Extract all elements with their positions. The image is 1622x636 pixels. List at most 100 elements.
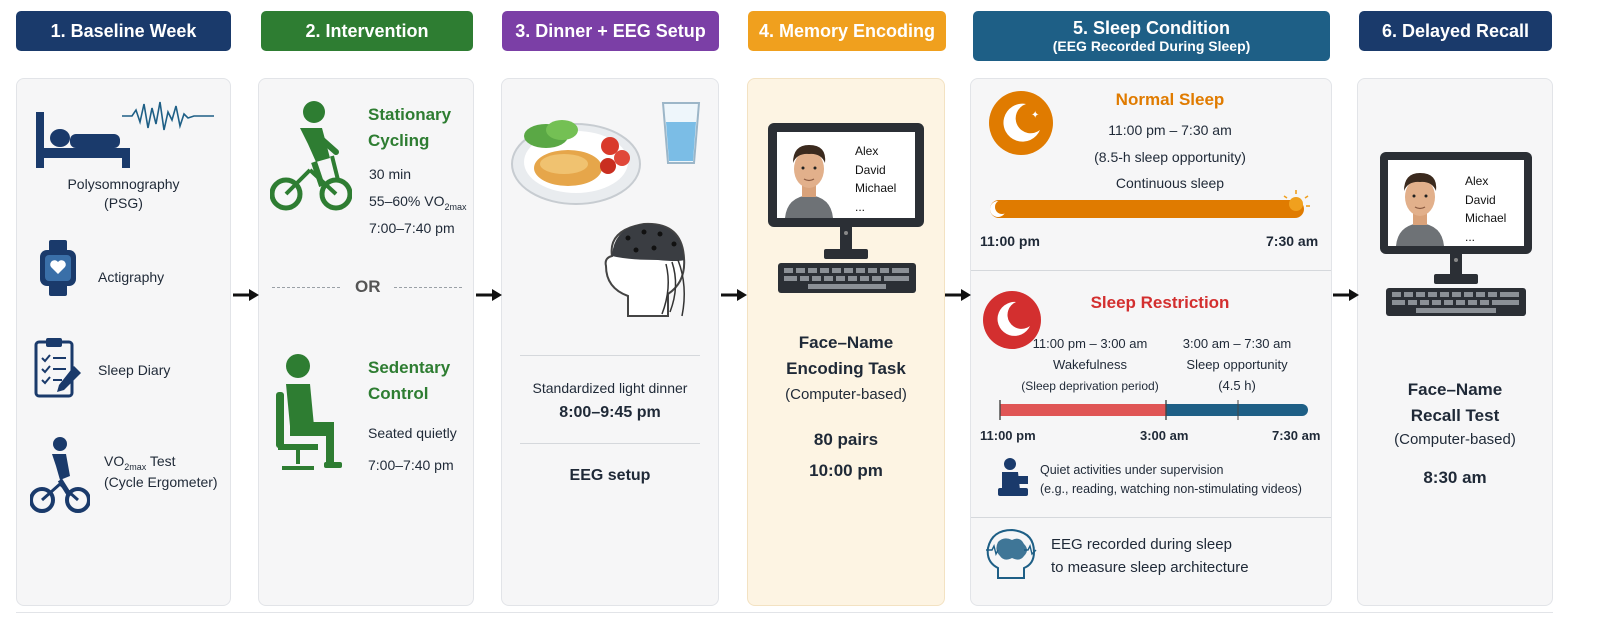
exercise-bike-icon — [30, 437, 90, 513]
smartwatch-icon — [40, 240, 76, 296]
vo2-test-label: VO2max Test (Cycle Ergometer) — [104, 452, 218, 492]
encoding-task-line1: Face–Name — [798, 333, 894, 352]
name-item: Michael — [1465, 211, 1507, 226]
sleep-opportunity-time: 3:00 am – 7:30 am — [1182, 336, 1292, 351]
name-item: Michael — [855, 181, 897, 196]
sleep-restriction-title: Sleep Restriction — [1090, 293, 1230, 312]
control-title1: Sedentary — [368, 358, 451, 377]
eeg-cap-head-icon — [604, 222, 686, 317]
computer-monitor: Alex David Michael ... — [1380, 152, 1532, 254]
seated-person-icon — [276, 354, 342, 470]
bed-icon — [36, 112, 130, 168]
name-item: ... — [1465, 229, 1476, 244]
restriction-timeline — [999, 400, 1308, 420]
encoding-task-title: Face–Name Encoding Task — [747, 330, 945, 383]
or-divider-right — [394, 287, 462, 288]
quiet-activities: Quiet activities under supervision (e.g.… — [1040, 461, 1302, 500]
panel-intervention — [258, 78, 474, 606]
cycling-intensity: 55–60% VO — [369, 192, 445, 209]
header-dinner-label: 3. Dinner + EEG Setup — [515, 20, 706, 41]
quiet-line1: Quiet activities under supervision — [1040, 463, 1224, 477]
keyboard-icon — [778, 263, 916, 293]
header-sleep-sublabel: (EEG Recorded During Sleep) — [1052, 38, 1251, 55]
brainwave-icon — [122, 101, 214, 131]
control-title2: Control — [368, 384, 429, 404]
quiet-line2: (e.g., reading, watching non-stimulating… — [1040, 482, 1302, 497]
header-recall-label: 6. Delayed Recall — [1381, 20, 1530, 41]
restriction-tick-mid: 3:00 am — [1140, 428, 1189, 443]
bottom-rule — [16, 612, 1553, 613]
normal-sleep-details: 11:00 pm – 7:30 am (8.5-h sleep opportun… — [1050, 117, 1290, 197]
header-intervention: 2. Intervention — [261, 11, 473, 51]
monitor-stand-icon — [824, 227, 868, 259]
moon-icon: ✦ — [989, 91, 1053, 155]
psg-line1: Polysomnography — [67, 176, 180, 192]
wake-desc: (Sleep deprivation period) — [1021, 378, 1159, 393]
computer-monitor: Alex David Michael ... — [768, 123, 924, 227]
header-encoding-label: 4. Memory Encoding — [758, 20, 936, 41]
encoding-time: 10:00 pm — [809, 461, 883, 481]
cycling-time: 7:00–7:40 pm — [369, 220, 455, 237]
eeg-line2: to measure sleep architecture — [1051, 559, 1249, 577]
restriction-tick-start: 11:00 pm — [980, 428, 1036, 443]
normal-sleep-timeline — [990, 190, 1310, 218]
sleep-opportunity-period: 3:00 am – 7:30 am Sleep opportunity (4.5… — [1162, 334, 1312, 396]
monitor-stand-icon — [1434, 254, 1478, 284]
water-glass-icon — [661, 102, 701, 164]
header-intervention-label: 2. Intervention — [305, 20, 429, 41]
vo2-sub: 2max — [124, 461, 147, 472]
sleep-opportunity-duration: (4.5 h) — [1218, 377, 1256, 393]
restriction-tick-end: 7:30 am — [1272, 428, 1321, 443]
encoding-name-list: Alex David Michael ... — [855, 142, 896, 216]
vo2-suffix: Test — [146, 453, 176, 469]
arrow-right-icon — [945, 289, 971, 301]
eeg-sleep-note: EEG recorded during sleep to measure sle… — [1051, 533, 1249, 580]
arrow-right-icon — [476, 289, 502, 301]
recall-task-line1: Face–Name — [1407, 380, 1503, 399]
recall-time: 8:30 am — [1423, 468, 1487, 487]
wake-label: Wakefulness — [1053, 356, 1127, 372]
cyclist-icon — [270, 101, 352, 211]
actigraphy-label: Actigraphy — [98, 269, 165, 285]
psg-line2: (PSG) — [104, 194, 143, 211]
sleep-opportunity-label: Sleep opportunity — [1186, 356, 1288, 372]
name-item: ... — [855, 199, 866, 214]
normal-start-label: 11:00 pm — [980, 233, 1040, 249]
or-label: OR — [355, 277, 381, 296]
header-sleep-condition: 5. Sleep Condition (EEG Recorded During … — [973, 11, 1330, 61]
sleep-section-divider — [971, 270, 1331, 271]
control-time: 7:00–7:40 pm — [368, 457, 454, 474]
svg-text:✦: ✦ — [1031, 110, 1039, 121]
normal-sleep-desc: Continuous sleep — [1115, 175, 1225, 192]
cycling-details: 30 min 55–60% VO2max 7:00–7:40 pm — [369, 161, 467, 242]
vo2-prefix: VO — [104, 453, 125, 469]
recall-name-list: Alex David Michael ... — [1465, 172, 1506, 246]
eeg-setup-label: EEG setup — [569, 467, 651, 484]
cycling-intensity-sub: 2max — [444, 201, 467, 212]
cycling-title: Stationary Cycling — [368, 102, 451, 155]
control-title: Sedentary Control — [368, 355, 450, 408]
encoding-details: 80 pairs 10:00 pm — [747, 424, 945, 487]
face-avatar-icon — [785, 145, 833, 218]
face-avatar-icon — [1396, 173, 1444, 246]
encoding-pairs: 80 pairs — [813, 430, 879, 449]
arrow-right-icon — [1333, 289, 1359, 301]
dinner-label: Standardized light dinner — [532, 380, 688, 396]
wake-time: 11:00 pm – 3:00 am — [1032, 336, 1148, 351]
recall-task-title: Face–Name Recall Test — [1357, 377, 1553, 430]
header-dinner-eeg: 3. Dinner + EEG Setup — [502, 11, 719, 51]
cycling-duration: 30 min — [369, 166, 412, 182]
name-item: Alex — [1465, 174, 1489, 188]
normal-sleep-opportunity: (8.5-h sleep opportunity) — [1094, 148, 1246, 165]
normal-sleep-title: Normal Sleep — [1115, 90, 1225, 109]
clipboard-icon — [34, 338, 81, 398]
header-baseline-label: 1. Baseline Week — [50, 20, 197, 41]
control-desc: Seated quietly — [368, 425, 457, 441]
recall-task-line3: (Computer-based) — [1394, 431, 1516, 448]
vo2-line2: (Cycle Ergometer) — [104, 473, 218, 490]
dinner-time: 8:00–9:45 pm — [559, 404, 661, 421]
header-memory-encoding: 4. Memory Encoding — [748, 11, 946, 51]
encoding-task-line3: (Computer-based) — [785, 386, 907, 403]
header-delayed-recall: 6. Delayed Recall — [1359, 11, 1552, 51]
recall-task-line2: Recall Test — [1410, 406, 1500, 426]
